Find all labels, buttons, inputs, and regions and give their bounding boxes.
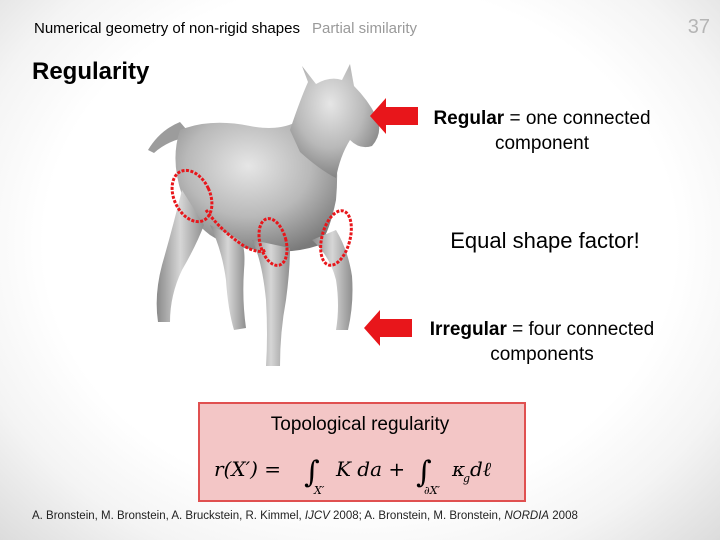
citation-journal2: NORDIA (504, 510, 550, 522)
regular-description: = one connected component (494, 108, 651, 154)
slide-header: Numerical geometry of non-rigid shapes Pa… (34, 20, 417, 37)
irregular-term: Irregular (429, 319, 507, 340)
integral-sign-icon: ∫ (304, 455, 320, 490)
dog-leg-back-right (210, 225, 246, 330)
page-number: 37 (687, 16, 710, 38)
formula-int1-sub: X′ (313, 484, 325, 497)
component-outline-belly (204, 209, 267, 253)
dog-head (290, 64, 380, 178)
formula-lhs: r(X′) = (214, 457, 281, 481)
regularity-formula: r(X′) = ∫ X′ K da + ∫ ∂X′ κ g dℓ (214, 455, 492, 497)
component-outline-back-left (170, 168, 214, 224)
arrow-left-icon (370, 98, 418, 134)
section-title: Partial similarity (311, 20, 417, 37)
arrow-left-icon (364, 310, 412, 346)
dog-leg-front-left (252, 240, 290, 366)
component-outline-front-right (319, 209, 353, 267)
dog-leg-back-left (156, 190, 204, 322)
irregular-description: = four connected components (490, 319, 655, 365)
equal-shape-factor-label: Equal shape factor! (450, 228, 640, 253)
slide-title: Regularity (32, 58, 150, 85)
regular-term: Regular (433, 108, 505, 129)
formula-kappa-sub: g (463, 472, 470, 485)
formula-kappa: κ (451, 457, 465, 481)
dog-body (175, 120, 338, 252)
citation-part2: 2008; A. Bronstein, M. Bronstein, (329, 510, 505, 522)
citation-part3: 2008 (549, 510, 578, 522)
dog-shape-image (148, 64, 380, 366)
formula-int2-sub: ∂X′ (424, 484, 441, 497)
formula-term2-end: dℓ (470, 457, 492, 481)
definition-box: Topological regularity r(X′) = ∫ X′ K da… (198, 402, 526, 502)
course-title: Numerical geometry of non-rigid shapes (34, 20, 300, 37)
formula-term1: K da + (335, 457, 405, 481)
citation-journal1: IJCV (304, 510, 330, 522)
irregular-label: Irregular = four connected components (410, 317, 674, 367)
regular-label: Regular = one connected component (410, 106, 674, 156)
integral-sign-icon: ∫ (416, 455, 432, 490)
dog-leg-front-right (312, 230, 353, 330)
component-outline-front-left (257, 217, 289, 267)
citation: A. Bronstein, M. Bronstein, A. Bruckstei… (32, 510, 578, 522)
definition-title: Topological regularity (270, 414, 450, 435)
citation-part1: A. Bronstein, M. Bronstein, A. Bruckstei… (32, 510, 305, 522)
